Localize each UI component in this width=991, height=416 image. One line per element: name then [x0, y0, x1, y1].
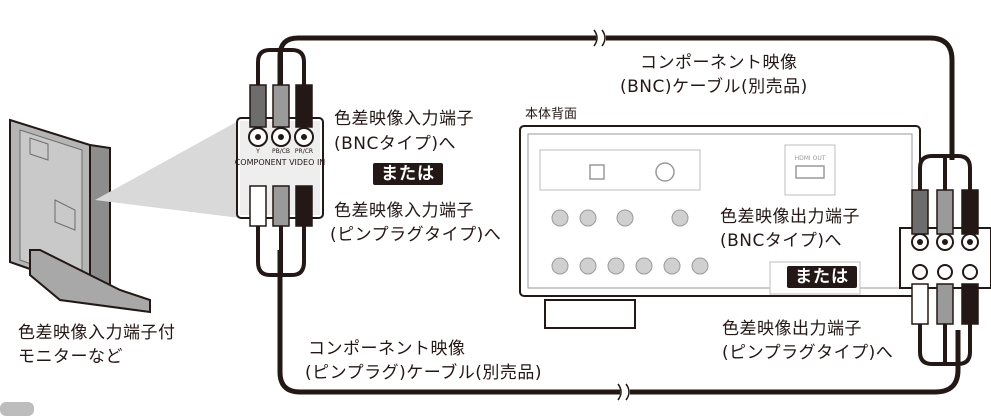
left-pin-plugs — [249, 185, 313, 277]
rear-panel-label: 本体背面 — [525, 107, 578, 122]
input-pin-label-line2: (ピンプラグタイプ)へ — [330, 225, 502, 245]
right-jack-panel — [899, 227, 991, 289]
jack-label-pb: PB/CB — [272, 148, 290, 155]
monitor-label-line2: モニターなど — [18, 347, 123, 367]
input-bnc-label-line1: 色差映像入力端子 — [334, 109, 474, 129]
output-bnc-label-line1: 色差映像出力端子 — [720, 206, 860, 228]
or-badge-right: または — [787, 266, 857, 288]
left-bnc-plugs — [249, 48, 313, 128]
jack-label-pr: PR/CR — [295, 148, 313, 155]
corner-mark — [0, 402, 34, 416]
output-pin-label-line1: 色差映像出力端子 — [722, 319, 862, 339]
right-pin-plugs — [911, 283, 979, 366]
or-badge-left: または — [373, 163, 443, 185]
monitor-label-line1: 色差映像入力端子付 — [18, 323, 176, 343]
right-bnc-plugs — [911, 154, 979, 235]
zoom-cone — [95, 120, 240, 218]
input-pin-label-line1: 色差映像入力端子 — [334, 201, 474, 221]
input-bnc-label-line2: (BNCタイプ)へ — [334, 134, 457, 154]
monitor-illustration — [9, 118, 151, 314]
hdmi-label: HDMI OUT — [795, 155, 826, 162]
output-bnc-label-line2: (BNCタイプ)へ — [720, 230, 843, 252]
jack-panel-title: COMPONENT VIDEO IN — [235, 158, 326, 167]
cable-break-marks — [593, 29, 630, 401]
cable-bnc-label-line1: コンポーネント映像 — [640, 53, 798, 73]
cable-pin-label-line1: コンポーネント映像 — [308, 339, 466, 359]
cable-bnc-label-line2: (BNC)ケーブル(別売品) — [620, 77, 808, 97]
jack-label-y: Y — [255, 148, 260, 155]
cable-pin-label-line2: (ピンプラグ)ケーブル(別売品) — [305, 363, 542, 383]
output-pin-label-line2: (ピンプラグタイプ)へ — [722, 343, 894, 363]
